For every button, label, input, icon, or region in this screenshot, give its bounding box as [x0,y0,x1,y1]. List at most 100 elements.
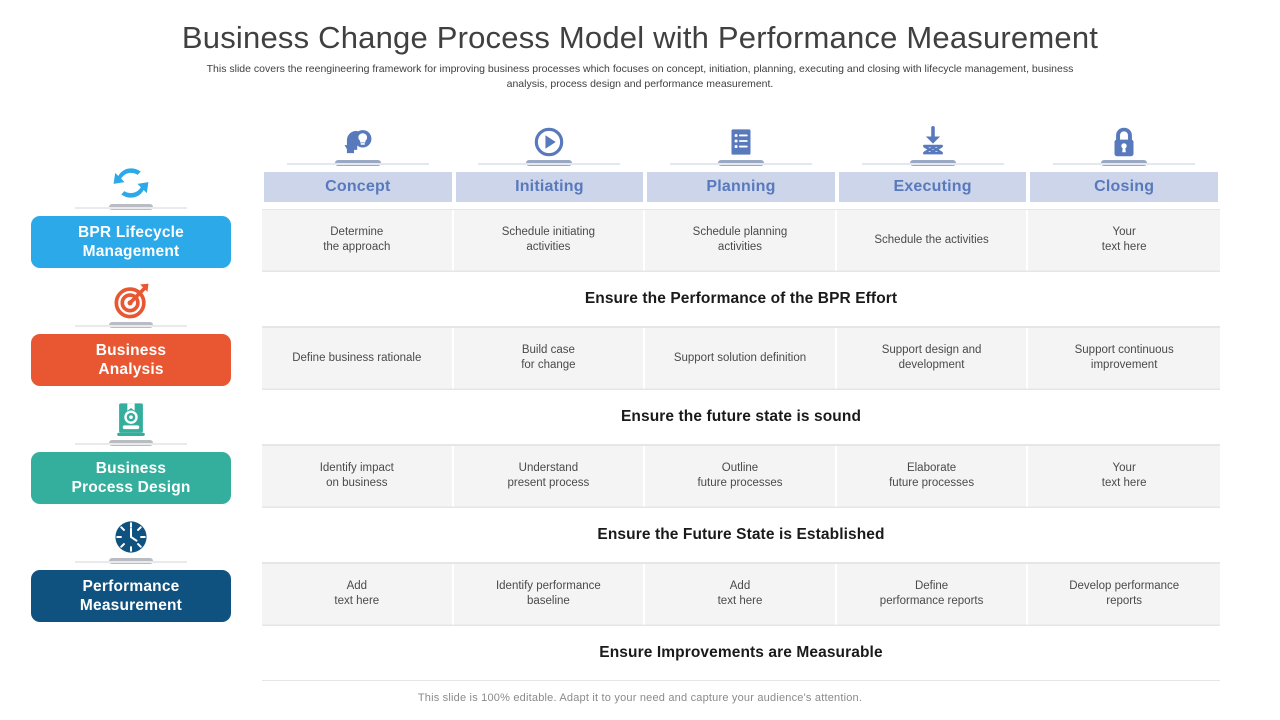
outcome-banner: Ensure the Future State is Established [262,507,1220,563]
icon-pedestal [478,160,621,166]
play-circle-icon [530,123,568,166]
outcome-banner: Ensure Improvements are Measurable [262,625,1220,681]
table-cell[interactable]: Understand present process [453,446,646,507]
table-cell-text: Understand present process [507,462,590,489]
table-cell[interactable]: Determine the approach [262,210,454,271]
outcome-banner: Ensure the Performance of the BPR Effort [262,271,1220,327]
footer-note: This slide is 100% editable. Adapt it to… [417,692,863,704]
rail-label-line1: Business [95,460,167,477]
phase-header-executing[interactable]: Executing [838,112,1027,204]
table-cell[interactable]: Build case for change [453,328,646,389]
phase-label: Initiating [515,178,584,195]
icon-pedestal [1053,160,1196,166]
table-cell-text: Outline future processes [697,462,783,489]
table-cell-text: Add text here [717,580,763,607]
icon-pedestal [861,160,1004,166]
table-cell-text: Add text here [334,580,380,607]
table-cell-text: Build case for change [521,344,576,371]
table-cell[interactable]: Define business rationale [262,328,454,389]
matrix-table: Determine the approach Schedule initiatin… [262,209,1220,681]
table-cell[interactable]: Elaborate future processes [836,446,1029,507]
outcome-banner-text: Ensure the Future State is Established [597,526,885,543]
table-cell[interactable]: Outline future processes [645,446,837,507]
table-cell-text: Your text here [1101,226,1147,253]
padlock-icon [1105,123,1143,166]
phase-label-bar[interactable]: Concept [264,172,452,202]
table-cell[interactable]: Identify performance baseline [453,564,646,625]
table-row: Add text here Identify performance baseli… [262,563,1220,625]
icon-pedestal [75,322,187,328]
table-cell-text: Schedule planning activities [692,226,788,253]
table-row: Define business rationale Build case for … [262,327,1220,389]
outcome-banner-text: Ensure the Performance of the BPR Effort [584,290,898,307]
table-cell-text: Support design and development [881,344,982,371]
table-cell[interactable]: Your text here [1028,446,1220,507]
phase-header-planning[interactable]: Planning [647,112,835,204]
phase-header-closing[interactable]: Closing [1030,112,1218,204]
phase-icon-wrap [456,112,644,166]
phase-label: Closing [1094,178,1155,195]
table-cell[interactable]: Identify impact on business [262,446,454,507]
clock-icon [109,515,153,564]
table-cell[interactable]: Schedule planning activities [645,210,837,271]
rail-label-line2: Management [82,243,180,260]
outcome-banner-text: Ensure the future state is sound [620,408,862,425]
table-cell[interactable]: Add text here [262,564,454,625]
table-row: Identify impact on business Understand pr… [262,445,1220,507]
table-cell[interactable]: Support continuous improvement [1028,328,1220,389]
icon-pedestal [75,204,187,210]
table-cell-text: Elaborate future processes [889,462,975,489]
rail-label-line1: BPR Lifecycle [78,224,184,241]
table-cell-text: Schedule initiating activities [501,226,596,253]
target-arrow-icon [109,279,153,328]
table-cell-text: Define performance reports [879,580,984,607]
phase-label-bar[interactable]: Initiating [455,172,644,202]
table-cell[interactable]: Define performance reports [836,564,1029,625]
table-cell[interactable]: Schedule the activities [836,210,1029,271]
table-cell-text: Develop performance reports [1069,580,1180,607]
refresh-cycle-icon [109,161,153,210]
table-cell-text: Identify performance baseline [495,580,601,607]
phase-header-initiating[interactable]: Initiating [455,112,644,204]
icon-pedestal [669,160,812,166]
phase-label-bar[interactable]: Planning [647,172,835,202]
table-cell[interactable]: Schedule initiating activities [453,210,646,271]
phase-label-bar[interactable]: Closing [1030,172,1218,202]
table-cell[interactable]: Your text here [1028,210,1220,271]
rail-icon-wrap [0,514,262,564]
book-gear-icon [109,397,153,446]
rail-icon-wrap [0,278,262,328]
table-cell-text: Your text here [1101,462,1147,489]
rail-label-line2: Measurement [79,597,183,614]
table-cell[interactable]: Add text here [645,564,837,625]
table-cell[interactable]: Support design and development [836,328,1029,389]
page-subtitle: This slide covers the reengineering fram… [206,63,1074,90]
table-cell-text: Determine the approach [323,226,391,253]
table-cell[interactable]: Develop performance reports [1028,564,1220,625]
phase-icon-wrap [839,112,1027,166]
table-row: Determine the approach Schedule initiatin… [262,209,1220,271]
table-cell-text: Identify impact on business [319,462,394,489]
phase-header-concept[interactable]: Concept [264,112,452,204]
phase-icon-wrap [264,112,452,166]
phase-label-bar[interactable]: Executing [838,172,1027,202]
phase-label: Concept [325,178,391,195]
table-cell-text: Support continuous improvement [1074,344,1174,371]
icon-pedestal [75,440,187,446]
phase-icon-wrap [647,112,835,166]
rail-icon-wrap [0,396,262,446]
table-cell[interactable]: Support solution definition [645,328,837,389]
table-cell-text: Schedule the activities [874,233,989,246]
head-lightbulb-icon [339,123,377,166]
phase-icon-wrap [1030,112,1218,166]
